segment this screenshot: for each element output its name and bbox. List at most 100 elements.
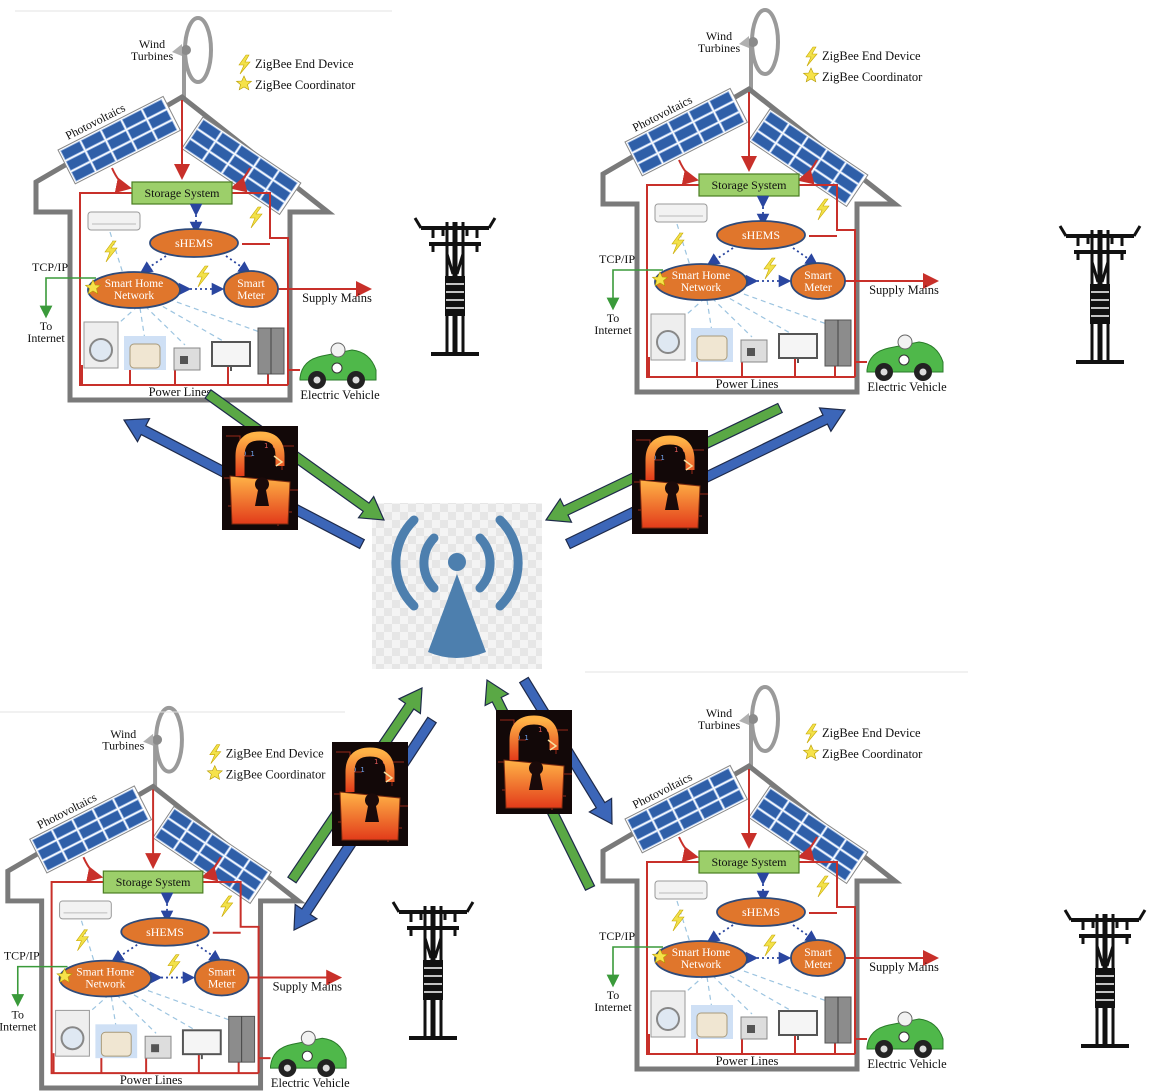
- refrigerator-icon: [824, 319, 852, 367]
- smart-home-network-node: [654, 940, 748, 978]
- power-lines: [50, 789, 343, 1075]
- legend-end-device-label: ZigBee End Device: [226, 747, 324, 761]
- tcp-ip-link: [606, 269, 663, 311]
- lightning-bolt-icon: [763, 934, 777, 957]
- air-conditioner-icon: [87, 211, 141, 231]
- lightning-bolt-icon: [104, 240, 118, 263]
- tcp-ip-label: TCP/IP: [4, 949, 40, 963]
- wind-turbine-icon: [143, 705, 184, 787]
- legend-end-device-label: ZigBee End Device: [822, 49, 921, 63]
- wind-turbine-icon: [739, 8, 780, 89]
- smart-home-network-node: [654, 263, 748, 301]
- solar-panel-icon: [29, 785, 153, 874]
- washing-machine-icon: [650, 313, 686, 361]
- control-links: [139, 203, 252, 296]
- solar-panel-icon: [748, 785, 869, 885]
- wind-turbine-icon: [172, 16, 213, 97]
- shems-node: [716, 897, 806, 927]
- star-icon: [802, 67, 820, 83]
- power-lines: [646, 92, 939, 378]
- svg-text:0 1: 0 1: [516, 734, 529, 742]
- lightning-bolt-icon: [209, 744, 222, 764]
- wireless-links: [99, 231, 269, 346]
- smart-home-network-node: [58, 959, 152, 998]
- coffee-machine-icon: [144, 1035, 172, 1059]
- shems-label: sHEMS: [175, 236, 213, 250]
- legend-end-device-label: ZigBee End Device: [822, 726, 921, 740]
- washing-machine-icon: [83, 321, 119, 369]
- broken-padlock-icon: 0 1 1 0: [332, 742, 408, 846]
- solar-panel-icon: [748, 108, 869, 208]
- storage-system-label: Storage System: [712, 855, 788, 869]
- lightning-bolt-icon: [238, 54, 251, 75]
- toaster-icon: [691, 328, 733, 362]
- lightning-bolt-icon: [671, 909, 685, 932]
- legend-end-device-label: ZigBee End Device: [255, 57, 354, 71]
- star-icon: [84, 279, 102, 295]
- electric-car-icon: [270, 1030, 347, 1078]
- smart-meter-node: [223, 270, 279, 308]
- wireless-links: [71, 920, 239, 1034]
- refrigerator-icon: [228, 1015, 256, 1063]
- toaster-icon: [124, 336, 166, 370]
- shems-label: sHEMS: [742, 228, 780, 242]
- electric-car-icon: [866, 334, 944, 381]
- electric-vehicle-label: Electric Vehicle: [867, 380, 947, 394]
- svg-text:1 0: 1 0: [674, 446, 687, 454]
- supply-mains-label: Supply Mains: [869, 960, 939, 974]
- smart-meter-node: [790, 262, 846, 300]
- lightning-bolt-icon: [220, 895, 234, 918]
- power-lines-label: Power Lines: [149, 385, 212, 399]
- supply-mains-label: Supply Mains: [869, 283, 939, 297]
- svg-text:1 0: 1 0: [538, 726, 551, 734]
- supply-mains-label: Supply Mains: [302, 291, 372, 305]
- tcp-ip-label: TCP/IP: [599, 252, 635, 266]
- smart-meter-node: [790, 939, 846, 977]
- electric-vehicle-label: Electric Vehicle: [300, 388, 380, 402]
- power-lines: [646, 769, 939, 1055]
- smart-meter-node: [193, 958, 250, 997]
- legend-coordinator-label: ZigBee Coordinator: [226, 768, 327, 782]
- svg-text:0 1: 0 1: [242, 450, 255, 458]
- svg-text:0 1: 0 1: [652, 454, 665, 462]
- control-links: [111, 892, 222, 984]
- tcp-ip-label: TCP/IP: [599, 929, 635, 943]
- storage-system-label: Storage System: [145, 186, 221, 200]
- star-icon: [802, 744, 820, 760]
- electric-car-icon: [299, 342, 377, 389]
- control-links: [706, 872, 819, 965]
- lightning-bolt-icon: [196, 265, 210, 288]
- legend-coordinator-label: ZigBee Coordinator: [822, 70, 923, 84]
- washing-machine-icon: [55, 1009, 90, 1057]
- legend: ZigBee End Device ZigBee Coordinator: [206, 744, 327, 782]
- storage-system-node: [698, 173, 800, 197]
- lightning-bolt-icon: [763, 257, 777, 280]
- power-pylon-icon: [391, 901, 475, 1040]
- star-icon: [651, 271, 669, 287]
- power-lines-label: Power Lines: [716, 377, 779, 391]
- toaster-icon: [691, 1005, 733, 1039]
- star-icon: [235, 75, 253, 91]
- lightning-bolt-icon: [805, 723, 818, 744]
- control-links: [706, 195, 819, 288]
- broken-padlock-icon: 0 1 1 0: [632, 430, 708, 534]
- storage-system-node: [698, 850, 800, 874]
- supply-mains-label: Supply Mains: [273, 979, 343, 993]
- tcp-ip-link: [11, 965, 68, 1007]
- wireless-links: [666, 223, 836, 338]
- electric-car-icon: [866, 1011, 944, 1058]
- wireless-links: [666, 900, 836, 1015]
- lightning-bolt-icon: [816, 198, 830, 221]
- washing-machine-icon: [650, 990, 686, 1038]
- legend-coordinator-label: ZigBee Coordinator: [822, 747, 923, 761]
- shems-label: sHEMS: [146, 925, 184, 939]
- storage-system-label: Storage System: [712, 178, 788, 192]
